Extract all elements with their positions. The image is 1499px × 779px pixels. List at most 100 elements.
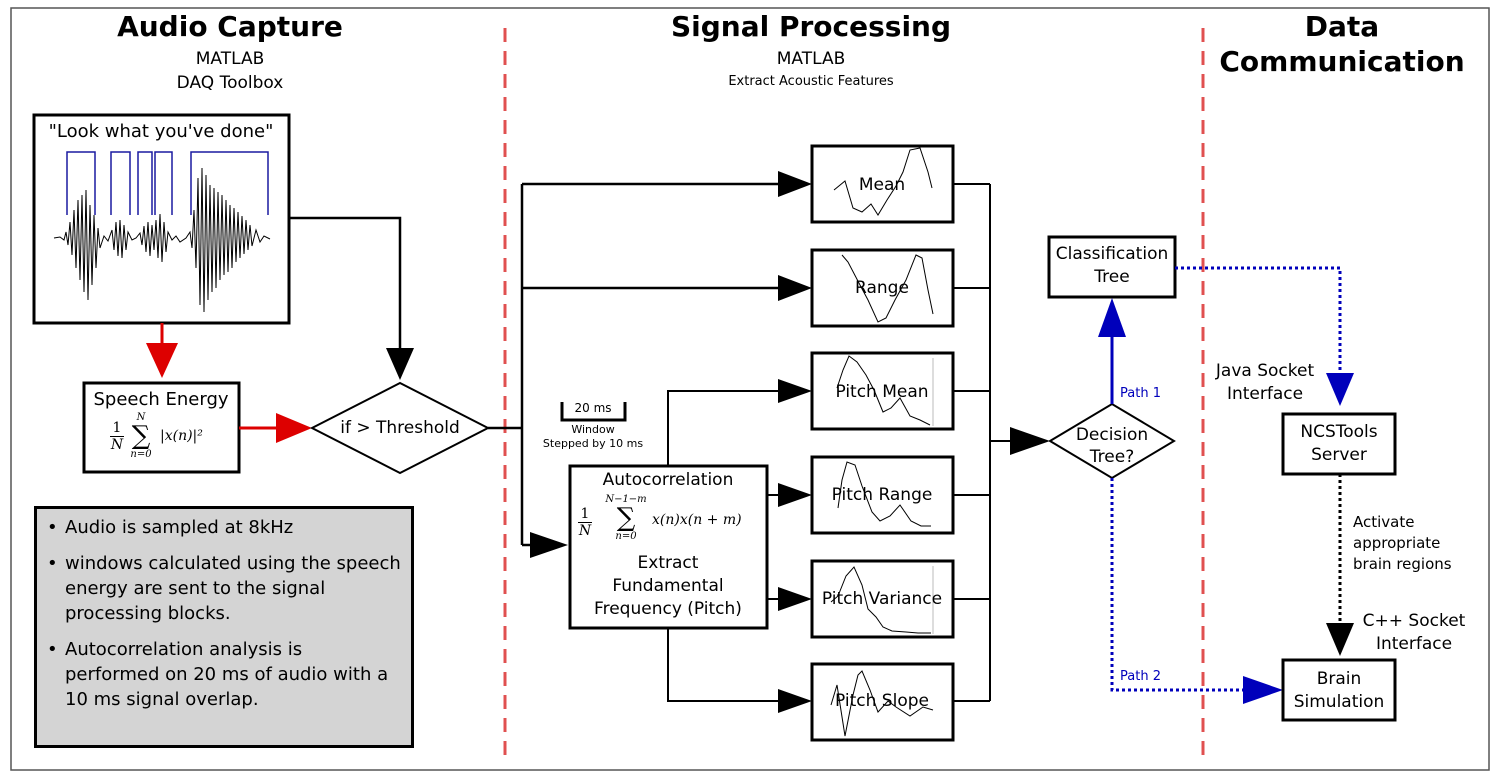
note-item: Audio is sampled at 8kHz <box>47 515 401 540</box>
path2-label: Path 2 <box>1120 669 1161 684</box>
arrowhead-pitch-range <box>778 483 812 507</box>
signal-processing-subtitle-1: MATLAB <box>776 49 846 69</box>
feature-label-pitch-range: Pitch Range <box>831 485 933 505</box>
activate-line-1: Activate <box>1353 513 1415 531</box>
formula-sum-bottom: n=0 <box>130 449 152 460</box>
arrowhead-autocorr <box>530 532 568 558</box>
audio-waveform <box>53 167 271 313</box>
feature-label-mean: Mean <box>858 175 906 195</box>
red-arrowhead-down <box>146 343 178 378</box>
brain-sim-line-2: Simulation <box>1293 692 1385 712</box>
autocorrelation-formula: 1 N N−1−m ∑ n=0 x(n)x(n + m) <box>578 494 764 550</box>
feature-label-pitch-slope: Pitch Slope <box>835 691 929 711</box>
mini-plot-range <box>841 254 934 323</box>
autocorr-numerator: 1 <box>580 506 590 522</box>
path1-label: Path 1 <box>1120 386 1161 401</box>
java-socket-line-1: Java Socket <box>1215 361 1315 381</box>
window-size: 20 ms <box>574 401 612 415</box>
distribution-lines <box>488 182 780 547</box>
decision-line-2: Tree? <box>1089 447 1135 467</box>
formula-body: |x(n)|² <box>160 428 203 444</box>
activate-line-2: appropriate <box>1353 534 1441 552</box>
sum-sign: ∑ <box>131 421 151 451</box>
arrowhead-pitch-variance <box>778 587 812 611</box>
arrowhead-range <box>778 275 812 301</box>
arrowhead-pitch-mean <box>778 379 812 403</box>
mini-plot-mean <box>833 147 933 216</box>
outer-frame <box>10 7 1490 771</box>
window-step: Stepped by 10 ms <box>542 437 644 450</box>
threshold-arrowhead-down <box>386 348 414 380</box>
window-bracket <box>560 402 627 422</box>
autocorr-line-2: Fundamental <box>612 576 724 596</box>
formula-numerator: 1 <box>112 420 122 436</box>
speech-energy-formula: 1 N N ∑ n=0 |x(n)|² <box>110 410 220 468</box>
signal-processing-subtitle-2: Extract Acoustic Features <box>728 74 894 89</box>
word-segments <box>66 151 269 215</box>
formula-denominator: N <box>110 436 124 453</box>
decision-diamond <box>1048 402 1176 480</box>
autocorr-sum-sign: ∑ <box>616 503 636 533</box>
feature-boxes <box>810 144 955 742</box>
feature-label-range: Range <box>855 278 909 298</box>
autocorr-line-3: Frequency (Pitch) <box>594 599 742 619</box>
mini-plot-pitch-range <box>837 461 931 527</box>
brain-arrowhead <box>1326 623 1354 656</box>
autocorrelation-title: Autocorrelation <box>602 470 734 490</box>
java-socket-line-2: Interface <box>1226 384 1304 404</box>
data-communication-title-2: Communication <box>1219 45 1465 78</box>
feature-box-pitch-mean <box>810 351 955 431</box>
threshold-label: if > Threshold <box>340 418 460 438</box>
feature-label-pitch-mean: Pitch Mean <box>835 382 929 402</box>
ncstools-arrowhead <box>1326 373 1354 406</box>
path2-arrowhead <box>1243 676 1283 704</box>
waveform-box <box>32 113 291 325</box>
ncstools-line-1: NCSTools <box>1300 422 1378 442</box>
classification-to-ncstools-line <box>1175 266 1342 375</box>
classification-tree-line-1: Classification <box>1055 244 1169 264</box>
decision-line-1: Decision <box>1075 425 1149 445</box>
pitch-feature-lines <box>667 390 780 702</box>
notes-list: Audio is sampled at 8kHz windows calcula… <box>47 515 401 712</box>
feature-box-mean <box>810 144 955 224</box>
path1-arrowhead <box>1098 298 1126 337</box>
notes-box: Audio is sampled at 8kHz windows calcula… <box>34 506 414 748</box>
autocorr-body: x(n)x(n + m) <box>652 512 742 528</box>
waveform-to-threshold-line <box>289 216 402 350</box>
autocorr-sum-top: N−1−m <box>605 494 647 505</box>
audio-capture-title: Audio Capture <box>117 10 343 43</box>
mini-plot-pitch-slope <box>830 670 934 737</box>
formula-sum-top: N <box>136 412 146 423</box>
autocorr-line-1: Extract <box>637 553 699 573</box>
arrowhead-mean <box>778 171 812 197</box>
note-item: Autocorrelation analysis is performed on… <box>47 637 401 712</box>
mini-plot-pitch-variance <box>830 566 931 634</box>
note-item: windows calculated using the speech ener… <box>47 551 401 626</box>
speech-energy-label: Speech Energy <box>93 389 229 410</box>
autocorr-denominator: N <box>578 522 592 539</box>
classification-tree-box <box>1047 235 1177 299</box>
feature-box-range <box>810 248 955 328</box>
mini-plot-pitch-mean <box>836 355 931 426</box>
cpp-socket-line-2: Interface <box>1375 634 1453 654</box>
activate-line-3: brain regions <box>1353 555 1452 573</box>
merge-bus <box>953 183 1012 702</box>
feature-box-pitch-range <box>810 455 955 535</box>
audio-capture-subtitle-1: MATLAB <box>195 49 265 69</box>
ncstools-line-2: Server <box>1311 445 1367 465</box>
autocorr-sum-bottom: n=0 <box>615 531 637 542</box>
audio-capture-subtitle-2: DAQ Toolbox <box>176 73 284 93</box>
arrowhead-decision <box>1010 427 1050 455</box>
signal-processing-title: Signal Processing <box>670 10 952 43</box>
waveform-caption: "Look what you've done" <box>48 121 274 142</box>
cpp-socket-line-1: C++ Socket <box>1362 611 1466 631</box>
path2-line <box>1110 478 1245 692</box>
ncstools-box <box>1281 412 1397 476</box>
feature-label-pitch-variance: Pitch Variance <box>821 589 943 609</box>
window-label: Window <box>571 423 615 436</box>
speech-energy-box <box>82 381 241 474</box>
brain-sim-line-1: Brain <box>1316 669 1362 689</box>
data-communication-title-1: Data <box>1304 10 1380 43</box>
red-arrowhead-right <box>276 413 312 443</box>
